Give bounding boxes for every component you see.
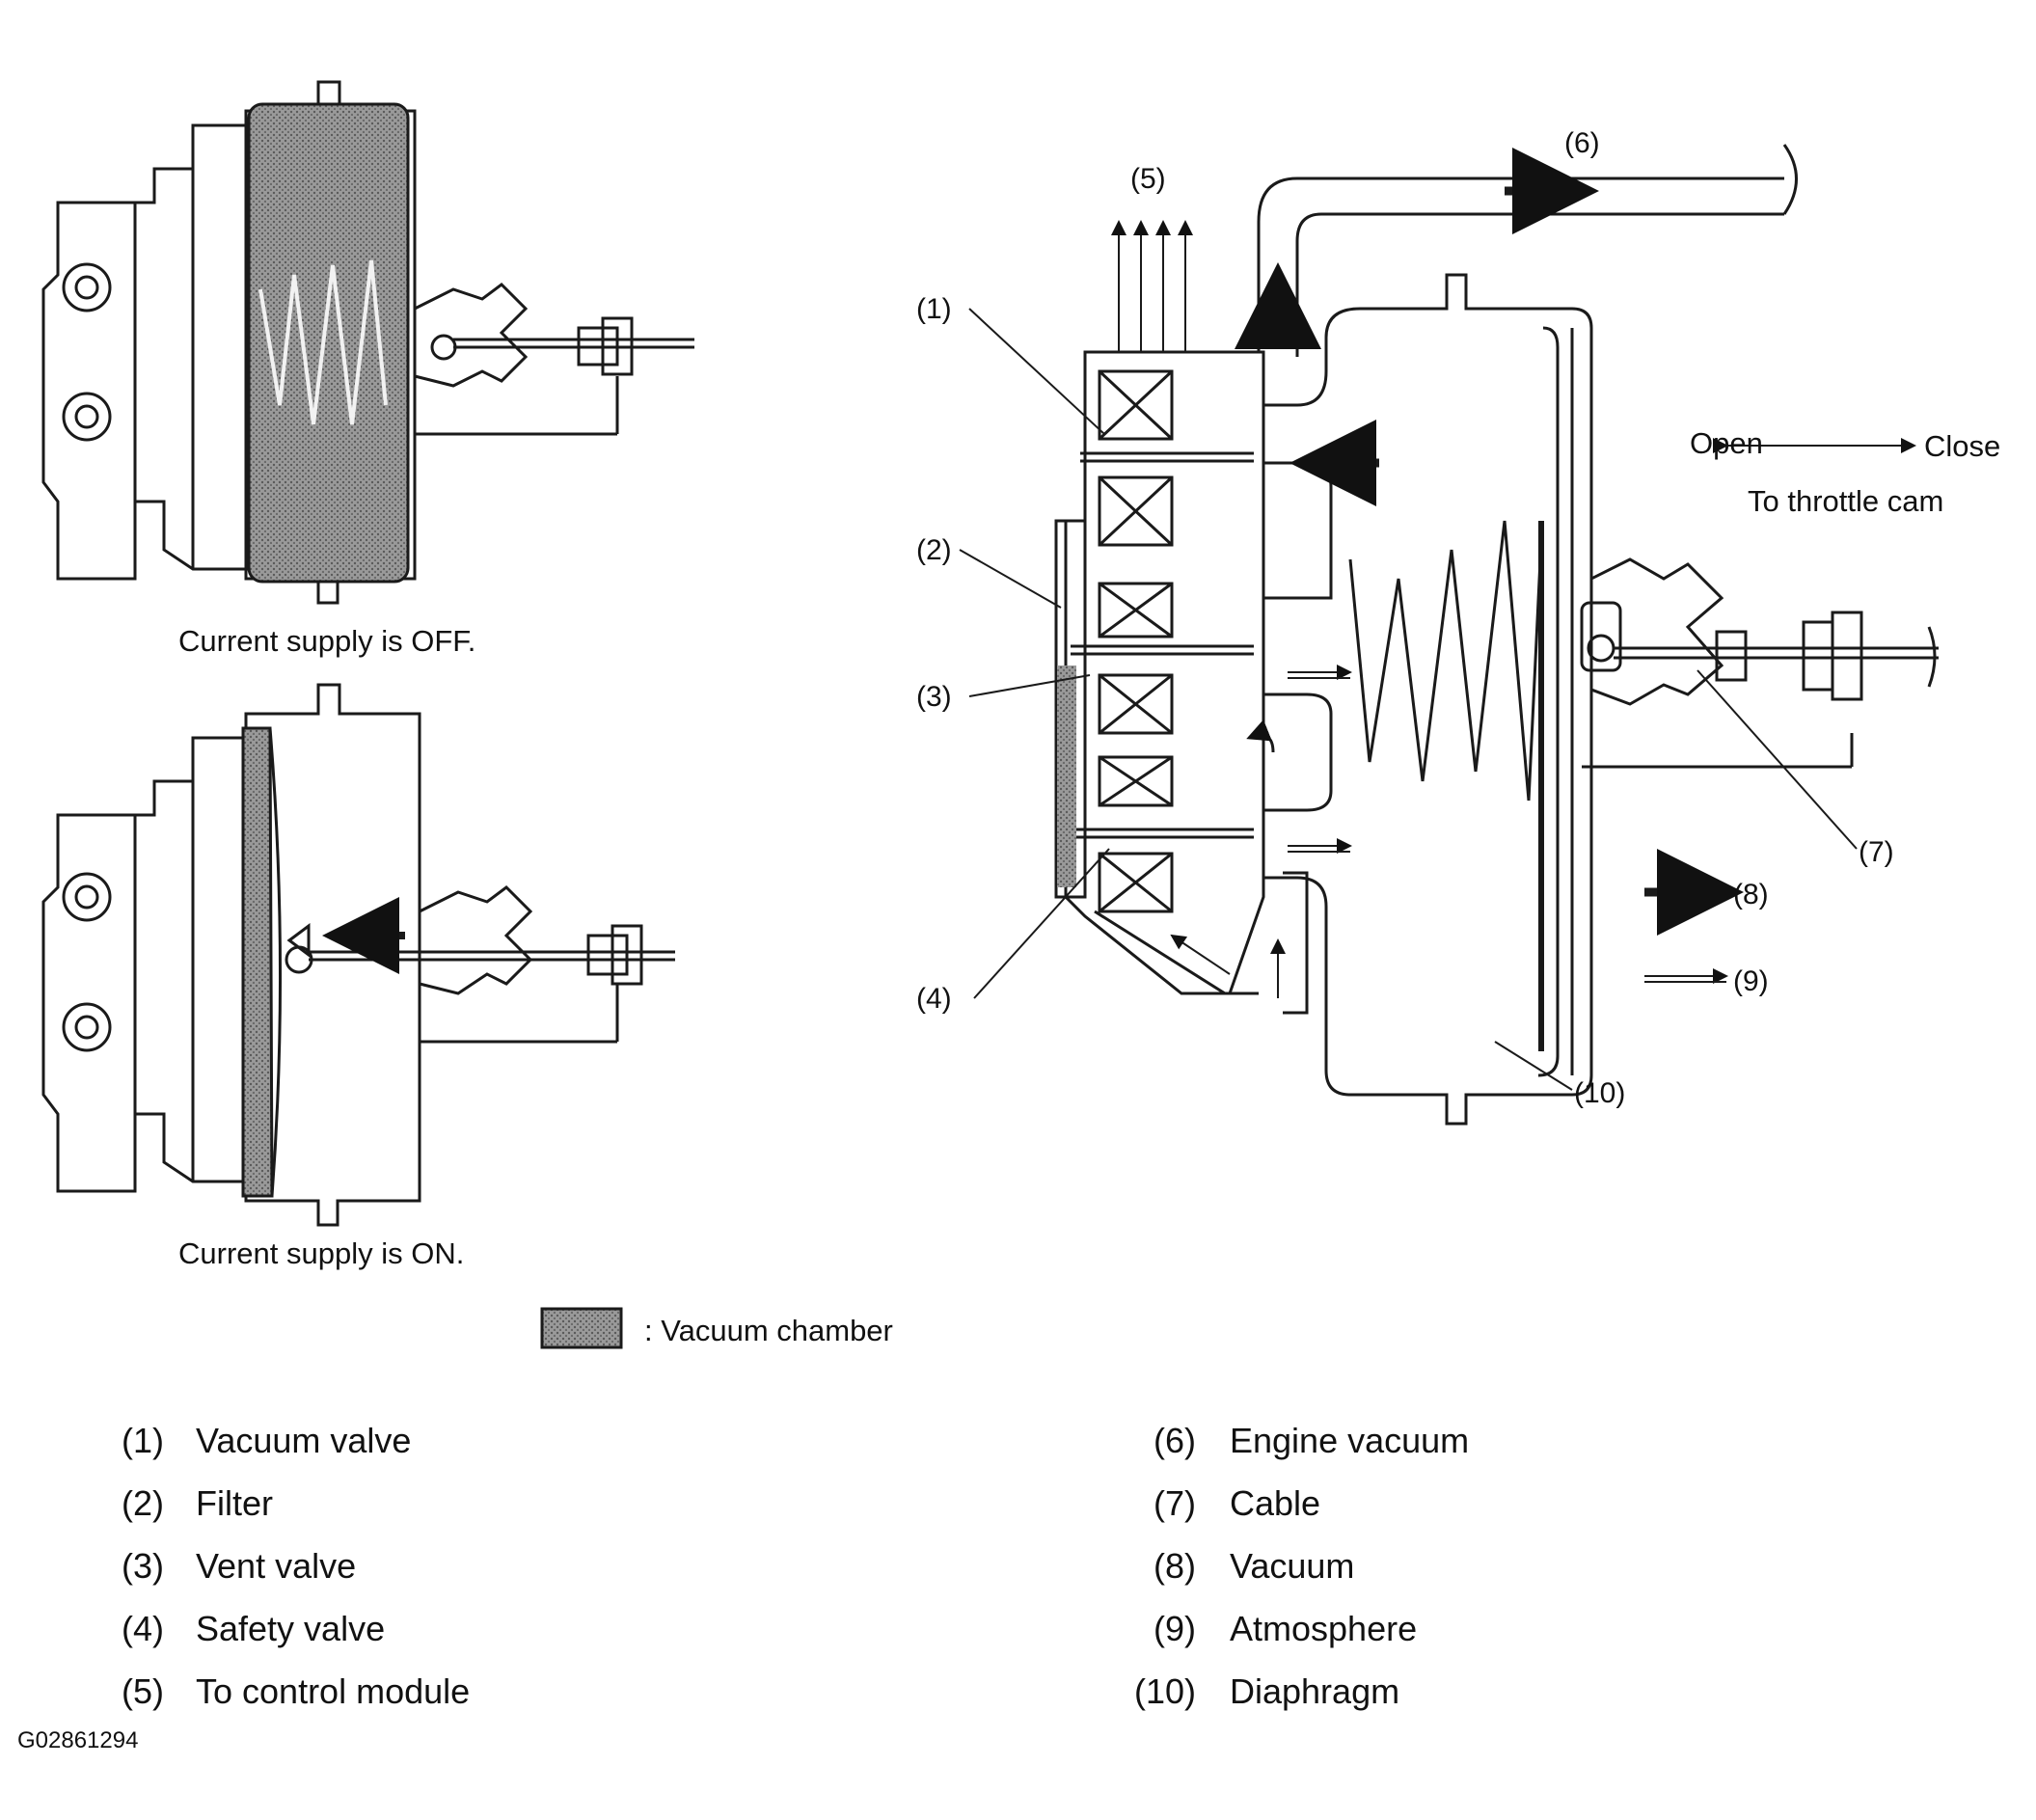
legend-num-4: (4) [122,1609,164,1648]
legend-label-1: Vacuum valve [196,1421,412,1460]
legend-num-8: (8) [1154,1546,1196,1586]
callout-9: (9) [1733,965,1769,997]
spring [1348,520,1543,801]
legend-num-3: (3) [122,1546,164,1586]
callout-2: (2) [916,534,952,566]
key-vacuum-chamber: : Vacuum chamber [644,1314,893,1347]
legend-label-5: To control module [196,1671,471,1711]
actuator-section [959,144,1939,1126]
flow-open: Open [1690,426,1763,460]
spring [258,259,388,425]
vacuum-chamber-on [241,726,274,1198]
callout-10: (10) [1574,1077,1625,1109]
legend-num-9: (9) [1154,1609,1196,1648]
legend-label-3: Vent valve [196,1546,357,1586]
legend-num-2: (2) [122,1483,164,1523]
callout-3: (3) [916,681,952,713]
callout-7: (7) [1859,836,1894,868]
legend-label-10: Diaphragm [1230,1671,1400,1711]
callout-6: (6) [1564,127,1600,159]
legend-num-1: (1) [122,1421,164,1460]
vacuum-chamber-swatch [540,1307,623,1349]
callout-5: (5) [1130,163,1166,195]
flow-close: Close [1924,429,2000,463]
bolt-icon [62,262,112,312]
actuator-off [41,80,694,605]
flow-to-throttle-cam: To throttle cam [1748,484,1943,518]
legend-label-4: Safety valve [196,1609,386,1648]
figure-id: G02861294 [17,1727,139,1753]
callout-8: (8) [1733,879,1769,910]
bolt-icon [62,1002,112,1052]
legend-label-9: Atmosphere [1230,1609,1418,1648]
vacuum-chamber-off [247,102,410,584]
caption-off: Current supply is OFF. [178,624,475,658]
callout-1: (1) [916,293,952,325]
caption-on: Current supply is ON. [178,1236,464,1270]
legend-label-2: Filter [196,1483,273,1523]
legend-label-6: Engine vacuum [1230,1421,1470,1460]
legend-num-10: (10) [1133,1671,1196,1711]
legend-num-7: (7) [1154,1483,1196,1523]
legend-label-7: Cable [1230,1483,1321,1523]
legend-label-8: Vacuum [1230,1546,1355,1586]
coil-icon [1098,369,1174,913]
callout-4: (4) [916,983,952,1015]
actuator-on [41,683,675,1227]
legend-num-5: (5) [122,1671,164,1711]
bolt-icon [62,392,112,442]
legend-num-6: (6) [1154,1421,1196,1460]
bolt-icon [62,872,112,922]
